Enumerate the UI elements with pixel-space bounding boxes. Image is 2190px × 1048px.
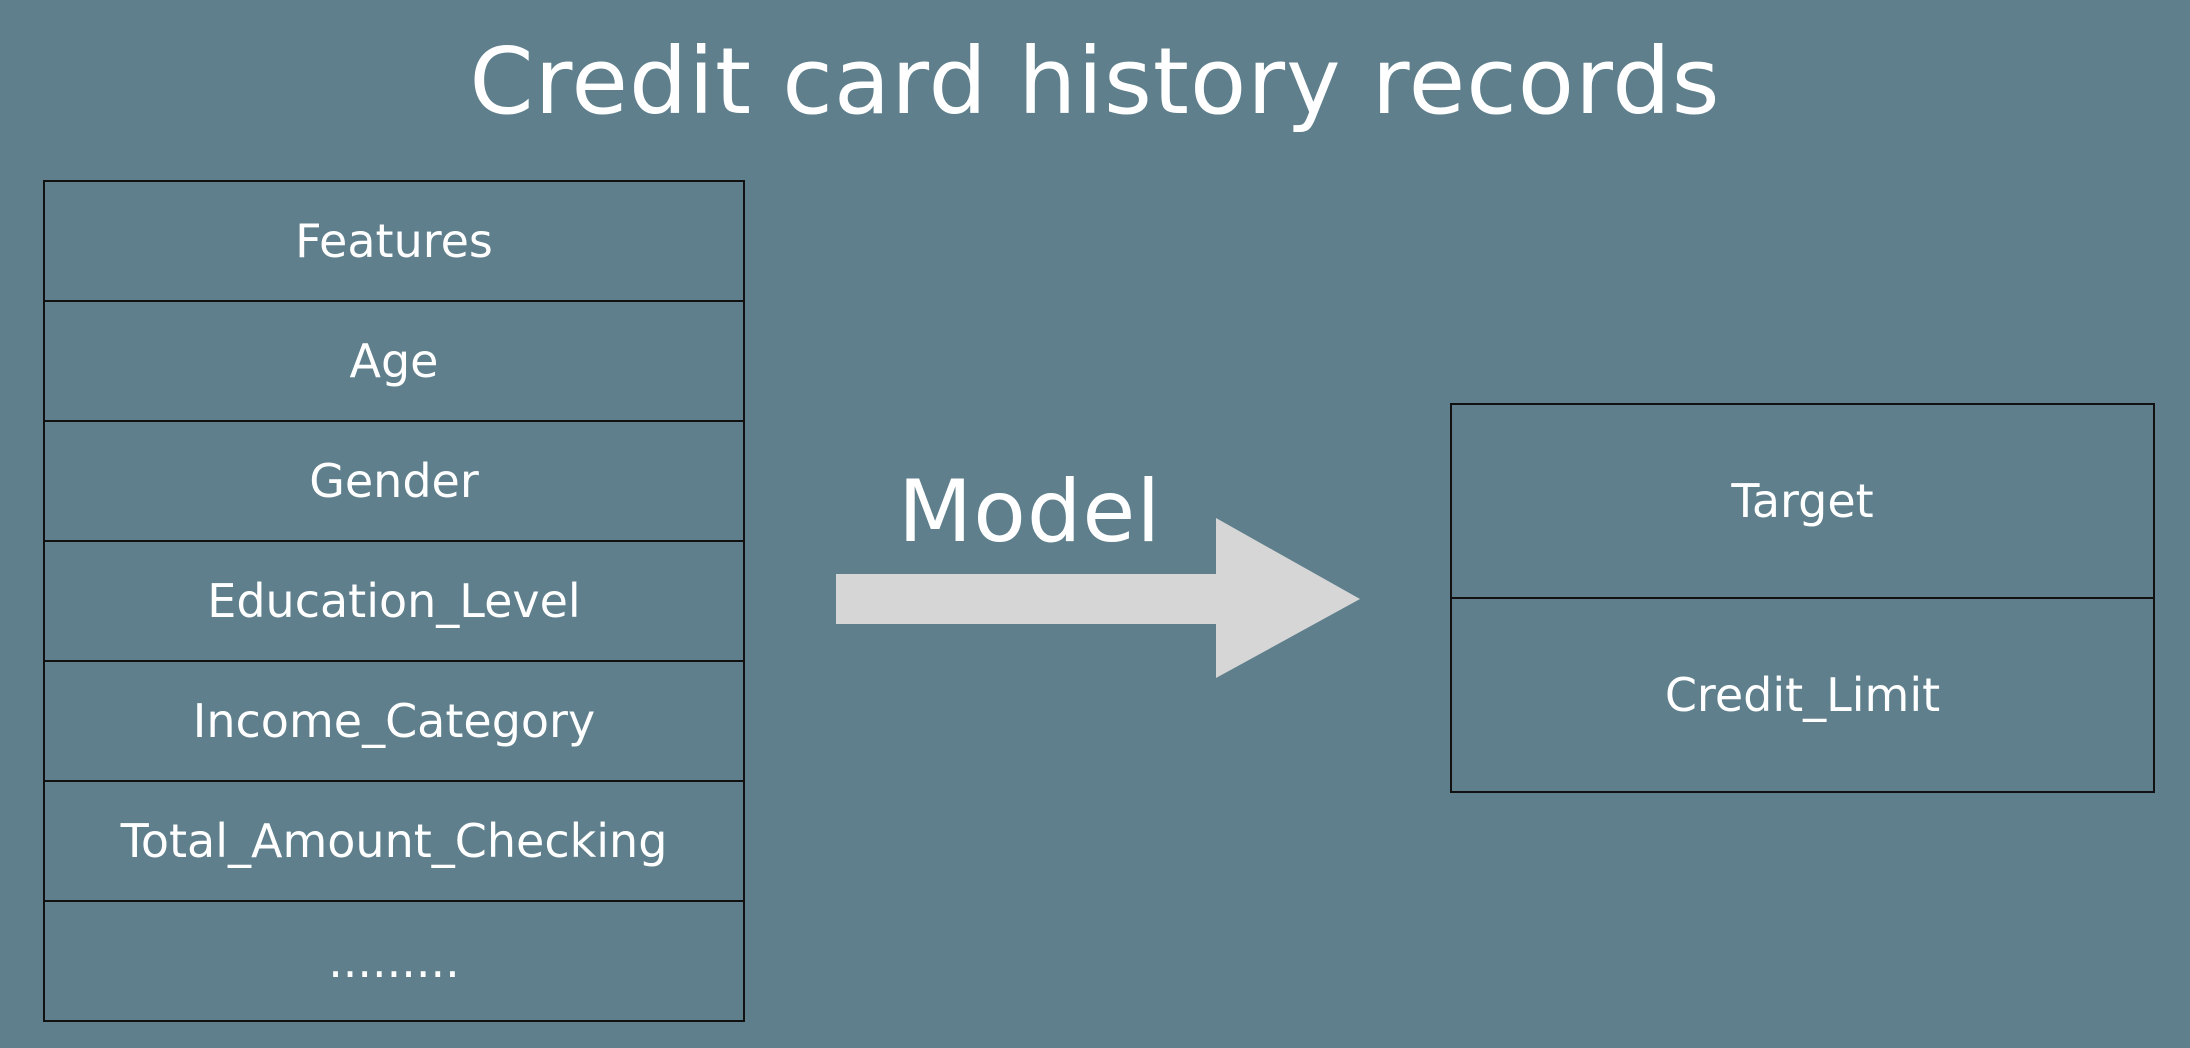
feature-row-income-category: Income_Category [45,662,743,782]
target-table: Target Credit_Limit [1450,403,2155,793]
feature-row-ellipsis: ......... [328,934,460,988]
feature-row-gender: Gender [45,422,743,542]
feature-row-age: Age [45,302,743,422]
arrow-shape [836,518,1360,678]
feature-row-education-level: Education_Level [45,542,743,662]
target-header: Target [1452,405,2153,599]
feature-row-total-amount-checking: Total_Amount_Checking [45,782,743,902]
diagram-title: Credit card history records [469,28,1721,135]
features-table: Features Age Gender Education_Level Inco… [43,180,745,1022]
target-row-credit-limit: Credit_Limit [1664,668,1941,722]
features-header: Features [45,182,743,302]
right-arrow-icon [836,518,1360,678]
model-label: Model [898,462,1162,562]
